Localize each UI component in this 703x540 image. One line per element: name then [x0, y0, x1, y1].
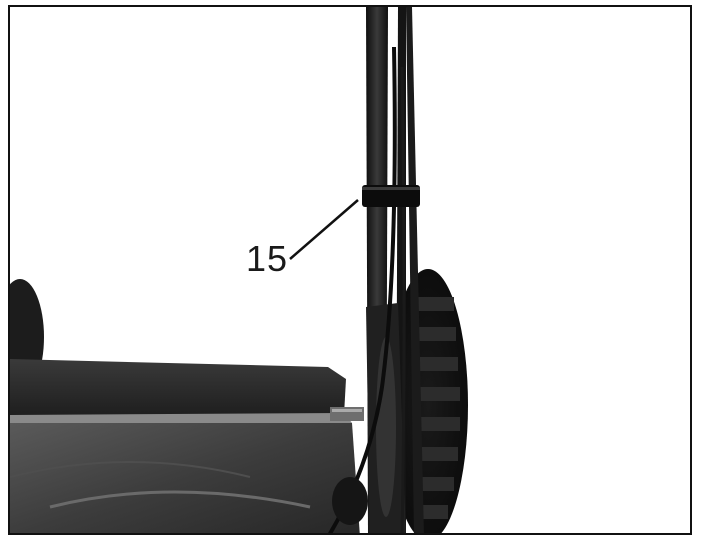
handle-bar: [328, 7, 424, 533]
mower-deck: [10, 359, 360, 533]
callout-leader-line: [289, 199, 359, 260]
cable-clip: [362, 185, 420, 207]
lawnmower-handle-photo: [10, 7, 468, 533]
right-wheel: [388, 269, 468, 533]
adjustment-bolt: [330, 407, 364, 421]
photo-frame: 15: [8, 5, 692, 535]
callout-label: 15: [246, 238, 289, 279]
